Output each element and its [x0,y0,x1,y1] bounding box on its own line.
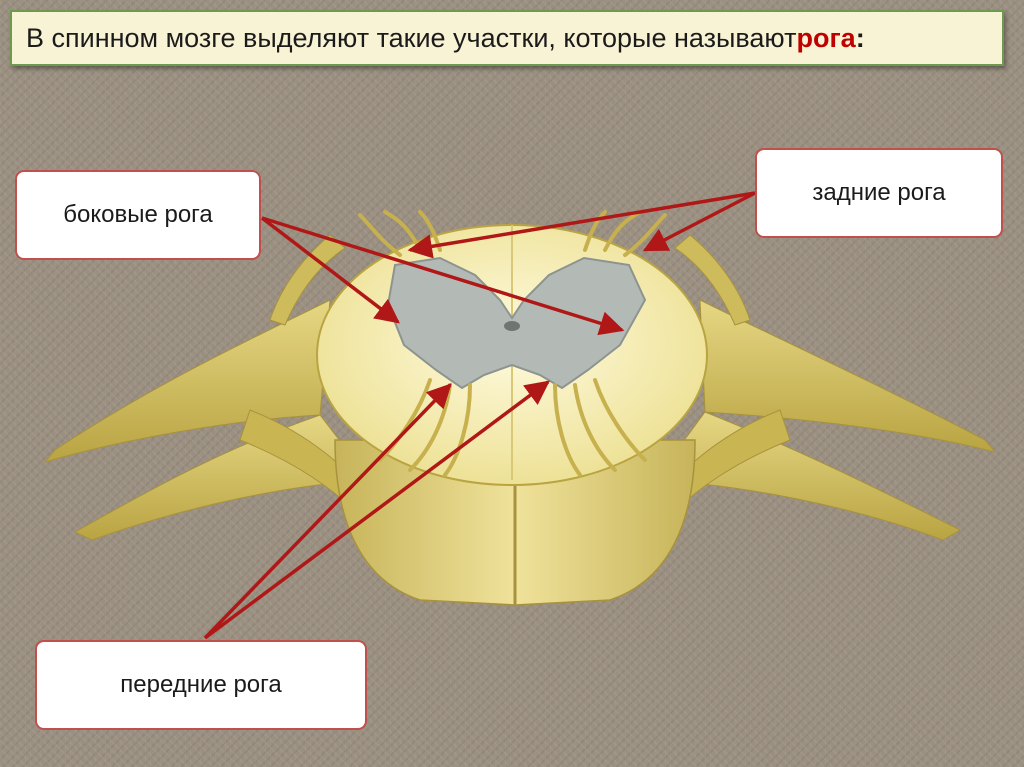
arrow-lateral-left [260,216,400,324]
label-lateral-horns: боковые рога [15,170,261,260]
arrow-posterior-left [407,191,756,259]
label-posterior-horns: задние рога [755,148,1003,238]
left-spinal-nerve [43,234,381,541]
title-accent-word: рога [796,22,856,53]
arrow-lateral-right [261,216,625,336]
arrow-posterior-right [642,191,756,252]
spinal-cord-column [334,439,696,606]
arrow-anterior-left [203,383,452,640]
label-anterior-horns-text: передние рога [120,671,282,698]
title-colon: : [855,22,865,53]
arrow-anterior-right [203,380,550,640]
gray-matter [386,256,647,390]
label-lateral-horns-text: боковые рога [63,201,213,228]
title-text: В спинном мозге выделяют такие участки, … [26,22,797,53]
label-anterior-horns: передние рога [35,640,367,730]
slide-title: В спинном мозге выделяют такие участки, … [10,10,1004,66]
label-posterior-horns-text: задние рога [812,179,946,206]
annotation-arrows [203,191,756,640]
